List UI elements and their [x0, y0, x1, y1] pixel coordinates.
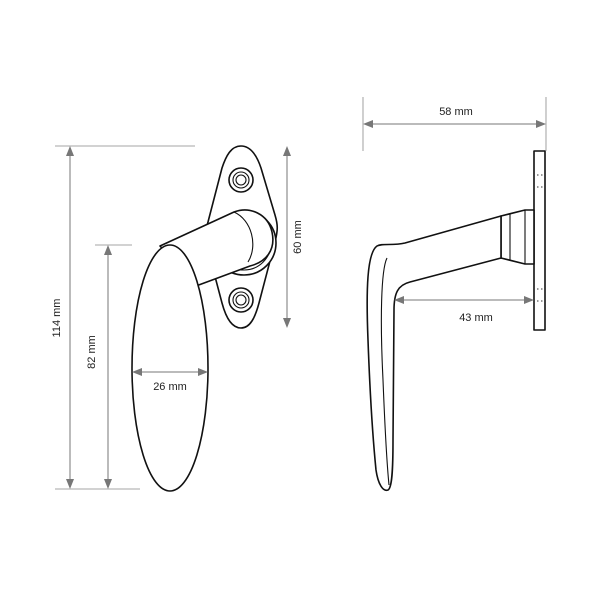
lever-profile — [366, 215, 502, 492]
label-60mm: 60 mm — [292, 220, 304, 254]
label-43mm: 43 mm — [459, 312, 493, 324]
label-82mm: 82 mm — [86, 335, 98, 369]
label-58mm: 58 mm — [439, 106, 473, 118]
label-26mm: 26 mm — [153, 381, 187, 393]
dimension-82mm: 82 mm — [86, 244, 132, 489]
dimension-58mm: 58 mm — [362, 97, 547, 151]
screw-bottom-icon — [228, 287, 254, 313]
screw-top-icon — [228, 167, 254, 193]
dimension-60mm: 60 mm — [283, 146, 304, 328]
dimension-43mm: 43 mm — [394, 296, 534, 324]
wall-plate — [533, 150, 546, 331]
front-view: 114 mm 82 mm 26 mm 60 mm — [51, 145, 304, 492]
collar — [500, 209, 535, 265]
label-114mm: 114 mm — [51, 299, 63, 338]
dimension-26mm: 26 mm — [132, 368, 208, 393]
dimension-114mm: 114 mm — [51, 145, 195, 490]
oval-knob — [131, 244, 209, 492]
side-view: 58 mm 43 mm — [362, 97, 547, 492]
